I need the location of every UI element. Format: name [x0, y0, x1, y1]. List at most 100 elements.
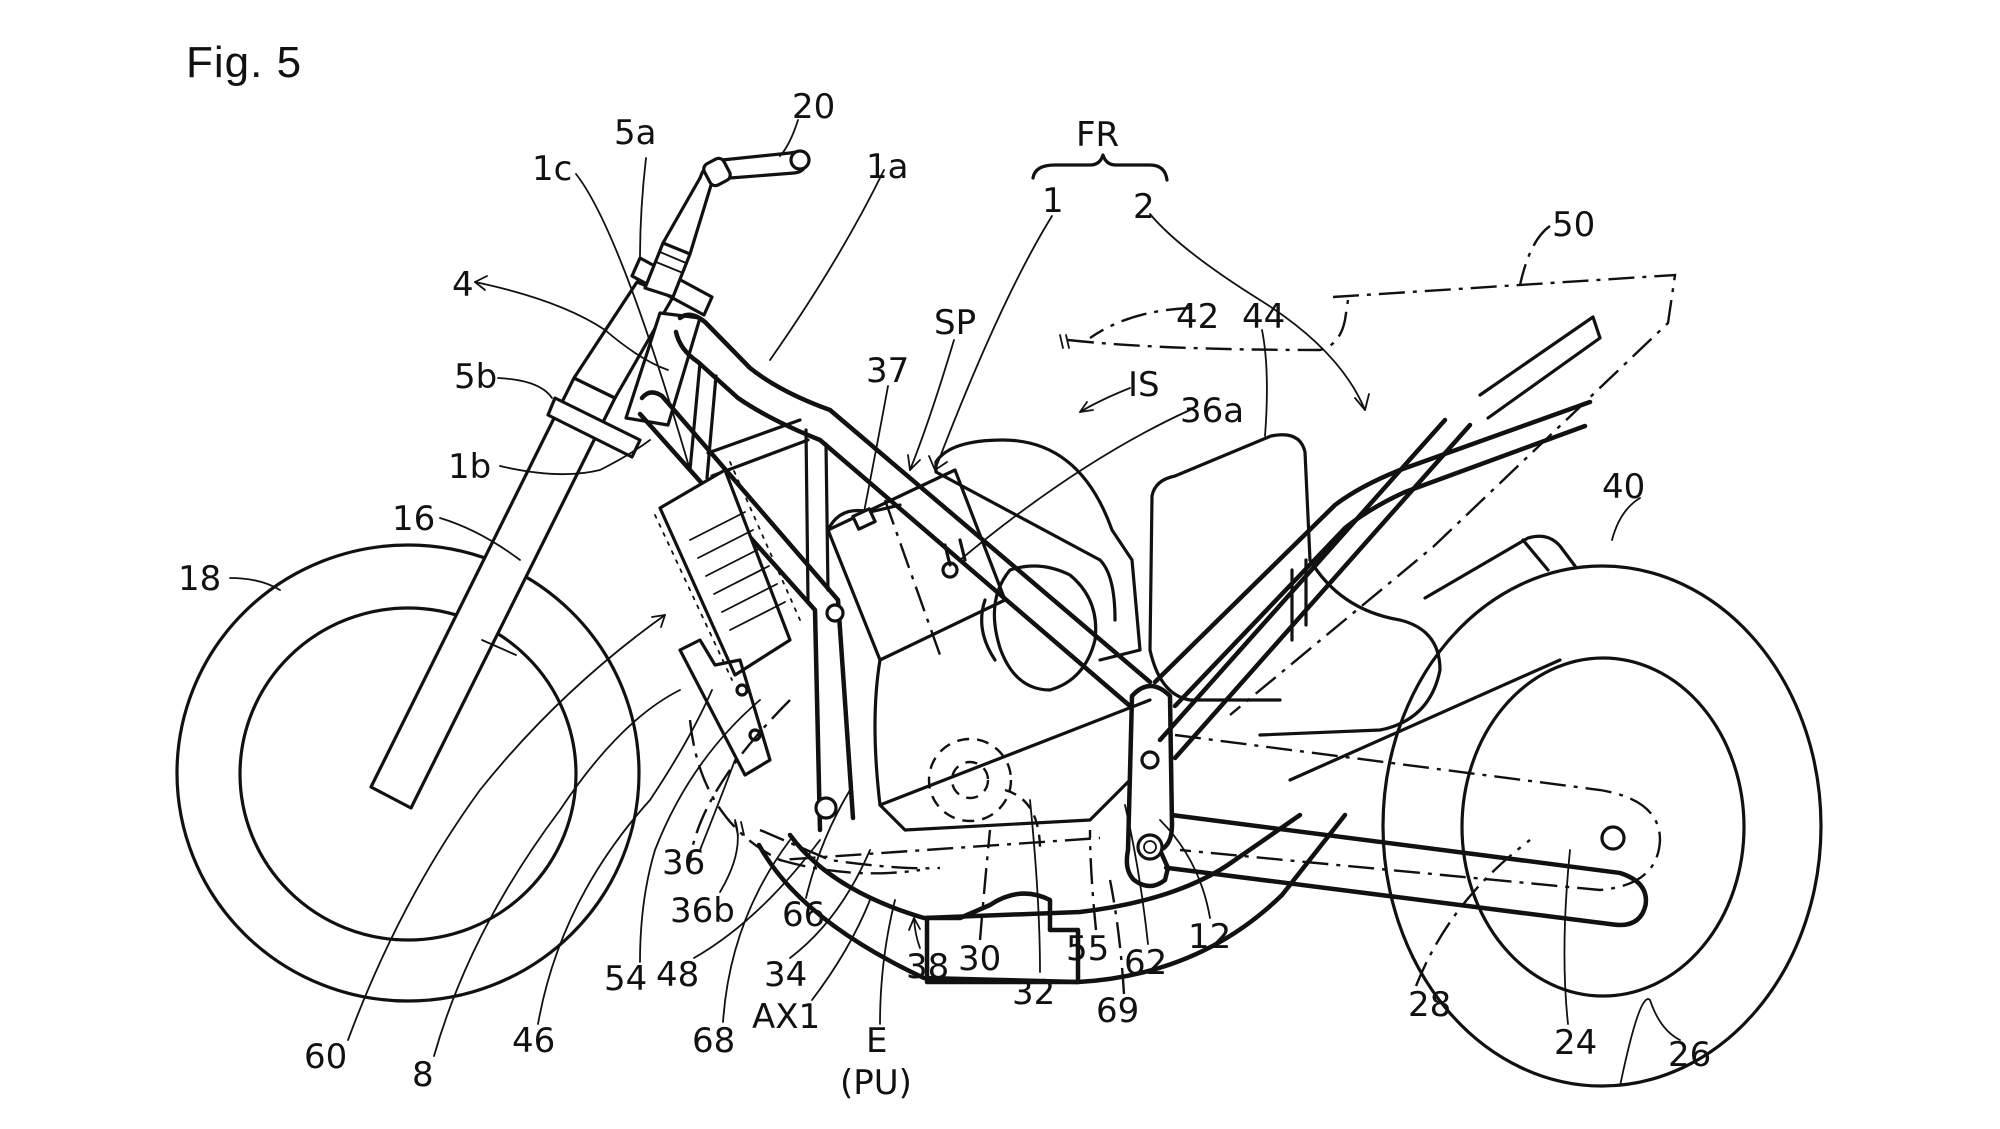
down-tube-edge-a — [639, 390, 856, 821]
engine-mount-upper — [825, 603, 845, 623]
leader-40 — [1611, 497, 1641, 541]
bracket-bolt — [735, 683, 749, 697]
under-engine-box — [924, 891, 1081, 985]
figure-title: Fig. 5 — [186, 38, 303, 87]
leader-5a — [639, 157, 647, 259]
leader-55 — [1088, 829, 1098, 931]
leader-sp-arrow — [907, 454, 921, 471]
break-mark — [1059, 334, 1070, 349]
seat-rail-lower — [1172, 423, 1588, 709]
crankcase-line — [878, 698, 1152, 807]
front-cowl — [688, 699, 791, 861]
swingarm — [1163, 658, 1662, 928]
leader-38-arrow — [908, 917, 921, 931]
front-rim — [238, 606, 578, 942]
label-1b: 1b — [448, 447, 491, 487]
swingarm-pivot-inner — [1143, 840, 1157, 854]
label-20: 20 — [792, 87, 835, 127]
gusset-bar — [705, 374, 718, 480]
leader-26 — [1619, 998, 1681, 1087]
rear-rim — [1460, 656, 1746, 998]
label-55: 55 — [1066, 929, 1109, 969]
leader-50 — [1518, 225, 1551, 286]
rear-stay — [1157, 417, 1473, 761]
leader-2-arrow — [1354, 393, 1370, 411]
label-32: 32 — [1012, 973, 1055, 1013]
label-66: 66 — [782, 895, 825, 935]
front-tire — [175, 543, 641, 1003]
label-pu: (PU) — [840, 1063, 912, 1103]
leader-18 — [229, 577, 281, 591]
label-36: 36 — [662, 843, 705, 883]
label-34: 34 — [764, 955, 807, 995]
rear-wheel — [1381, 534, 1823, 1088]
label-54: 54 — [604, 959, 647, 999]
shock-link — [1288, 658, 1562, 782]
exhaust-pipe — [688, 719, 1101, 862]
under-cowl — [759, 828, 941, 870]
leader-5b — [497, 377, 553, 399]
leader-28 — [1414, 839, 1531, 987]
rear-fender — [1423, 534, 1577, 600]
stem-ring — [659, 251, 687, 264]
air-cleaner — [992, 564, 1098, 692]
leader-62 — [1124, 804, 1149, 945]
label-12: 12 — [1188, 917, 1231, 957]
label-42: 42 — [1176, 297, 1219, 337]
leader-1b — [499, 439, 651, 476]
leader-is — [1079, 387, 1131, 413]
leader-24 — [1563, 849, 1571, 1025]
fuel-tank-outline — [1067, 299, 1350, 352]
leader-36a — [959, 409, 1191, 561]
label-26: 26 — [1668, 1035, 1711, 1075]
fuel-tank-seat — [688, 273, 1677, 870]
seat-rail-end — [1478, 315, 1602, 420]
label-60: 60 — [304, 1037, 347, 1077]
bracket-bolt — [748, 728, 762, 742]
lower-cradle-outer — [756, 812, 1348, 985]
front-fork — [369, 149, 811, 810]
label-46: 46 — [512, 1021, 555, 1061]
rear-stay-brace — [1290, 558, 1308, 642]
label-44: 44 — [1242, 297, 1285, 337]
engine — [654, 461, 1152, 985]
leader-37 — [863, 385, 889, 513]
leader-60 — [347, 614, 666, 1041]
label-24: 24 — [1554, 1023, 1597, 1063]
leader-4 — [474, 281, 669, 371]
label-fr: FR — [1076, 115, 1119, 155]
cylinder-block — [826, 468, 1007, 662]
label-40: 40 — [1602, 467, 1645, 507]
leader-46 — [537, 689, 713, 1025]
leader-68 — [722, 839, 791, 1023]
label-ax1: AX1 — [752, 997, 820, 1037]
label-68: 68 — [692, 1021, 735, 1061]
label-36a: 36a — [1180, 391, 1244, 431]
rear-tire — [1381, 564, 1823, 1088]
leader-1 — [934, 215, 1053, 471]
label-38: 38 — [906, 947, 949, 987]
leader-1c — [575, 173, 691, 471]
handlebar-grip-end — [789, 149, 811, 171]
fork-tube — [369, 376, 617, 810]
leader-36 — [699, 759, 736, 851]
label-5a: 5a — [614, 113, 656, 153]
label-4: 4 — [452, 265, 474, 305]
front-wheel — [175, 543, 641, 1003]
label-1c: 1c — [532, 149, 572, 189]
leader-2 — [1149, 213, 1366, 411]
label-18: 18 — [178, 559, 221, 599]
label-48: 48 — [656, 955, 699, 995]
label-28: 28 — [1408, 985, 1451, 1025]
swingarm-pivot — [1136, 833, 1164, 861]
leader-lines — [229, 119, 1681, 1087]
steering-stem — [643, 241, 692, 299]
label-5b: 5b — [454, 357, 497, 397]
label-sp: SP — [934, 303, 976, 343]
label-36b: 36b — [670, 891, 735, 931]
leader-1-arrow — [928, 455, 948, 471]
leader-54 — [639, 699, 761, 963]
label-16: 16 — [392, 499, 435, 539]
label-is: IS — [1128, 365, 1160, 405]
radiator-fins — [689, 511, 786, 631]
